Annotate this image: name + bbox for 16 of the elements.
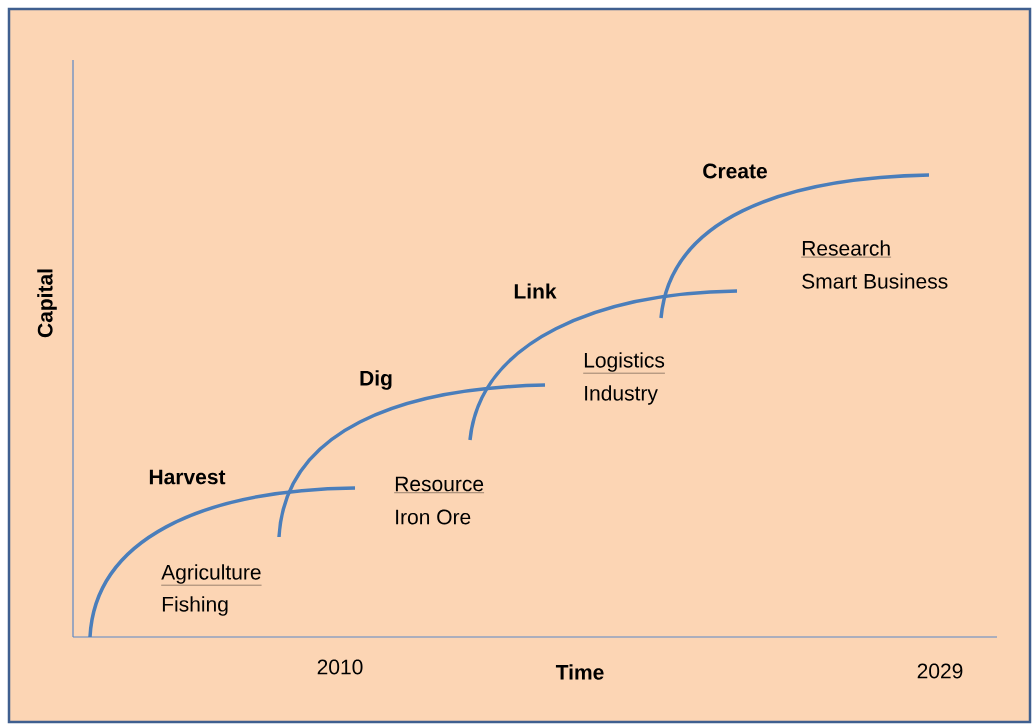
tick-label: 2010 <box>317 659 363 675</box>
stage-label: Link <box>514 283 557 299</box>
sector-heading: Research <box>801 240 892 258</box>
axis-title: Capital <box>37 269 57 338</box>
stage-label: Dig <box>360 370 392 390</box>
sector-heading: Resource <box>394 476 485 493</box>
sector-heading: Agriculture <box>161 564 262 586</box>
tick-label: 2029 <box>917 663 963 679</box>
sector-label: Fishing <box>162 596 228 616</box>
sector-heading: Logistics <box>583 352 666 374</box>
sector-label: Iron Ore <box>396 509 471 525</box>
axis-title: Time <box>555 664 604 680</box>
sector-label: Smart Business <box>802 273 948 289</box>
stage-label: Create <box>703 163 767 179</box>
stage-label: Harvest <box>149 469 226 485</box>
sector-label: Industry <box>585 385 658 405</box>
